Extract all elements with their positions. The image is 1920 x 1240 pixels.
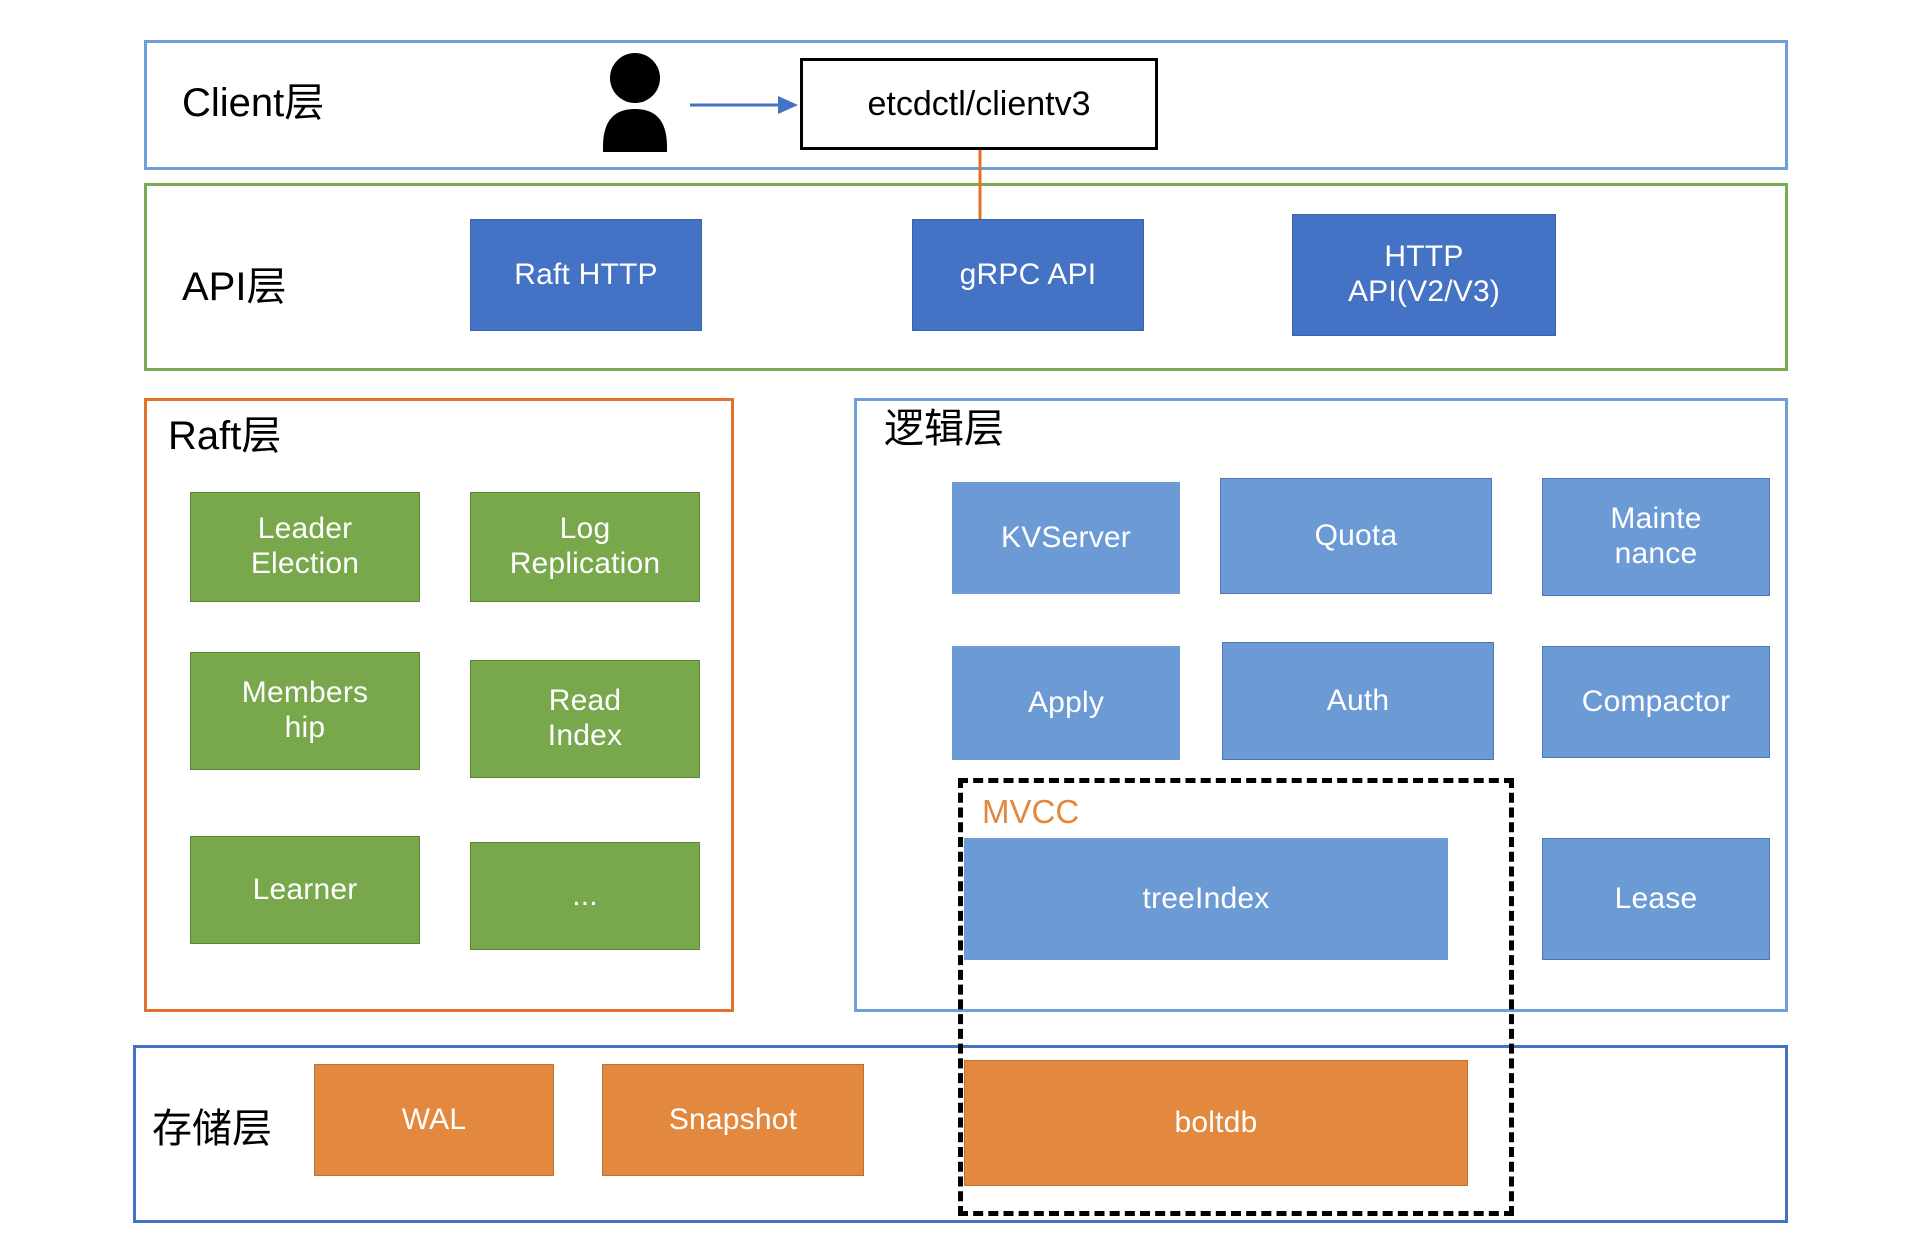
api-layer-title: API层	[182, 265, 287, 309]
logic-box-compactor[interactable]: Compactor	[1542, 646, 1770, 758]
logic-layer-frame	[854, 398, 1788, 1012]
api-box-raft-http[interactable]: Raft HTTP	[470, 219, 702, 331]
client-to-etcdctl-arrow	[690, 96, 798, 114]
client-layer-title: Client层	[182, 81, 325, 125]
api-layer-frame	[144, 183, 1788, 371]
client-layer-frame	[144, 40, 1788, 170]
raft-box-leader-election[interactable]: Leader Election	[190, 492, 420, 602]
logic-box-lease[interactable]: Lease	[1542, 838, 1770, 960]
raft-box-log-replication[interactable]: Log Replication	[470, 492, 700, 602]
storage-layer-title: 存储层	[152, 1107, 272, 1151]
logic-box-quota[interactable]: Quota	[1220, 478, 1492, 594]
raft-box-membership[interactable]: Members hip	[190, 652, 420, 770]
logic-box-treeindex[interactable]: treeIndex	[964, 838, 1448, 960]
mvcc-label: MVCC	[982, 793, 1080, 830]
etcdctl-clientv3-box[interactable]: etcdctl/clientv3	[800, 58, 1158, 150]
storage-box-wal[interactable]: WAL	[314, 1064, 554, 1176]
raft-box-learner[interactable]: Learner	[190, 836, 420, 944]
logic-layer-title: 逻辑层	[884, 407, 1004, 451]
raft-layer-frame	[144, 398, 734, 1012]
person-icon	[597, 52, 673, 157]
raft-box-read-index[interactable]: Read Index	[470, 660, 700, 778]
api-box-grpc-api[interactable]: gRPC API	[912, 219, 1144, 331]
raft-layer-title: Raft层	[168, 414, 282, 458]
raft-box-ellipsis[interactable]: ...	[470, 842, 700, 950]
logic-box-auth[interactable]: Auth	[1222, 642, 1494, 760]
api-box-http-api-v2-v3[interactable]: HTTP API(V2/V3)	[1292, 214, 1556, 336]
storage-box-boltdb[interactable]: boltdb	[964, 1060, 1468, 1186]
storage-box-snapshot[interactable]: Snapshot	[602, 1064, 864, 1176]
logic-box-apply[interactable]: Apply	[952, 646, 1180, 760]
logic-box-kvserver[interactable]: KVServer	[952, 482, 1180, 594]
logic-box-maintenance[interactable]: Mainte nance	[1542, 478, 1770, 596]
